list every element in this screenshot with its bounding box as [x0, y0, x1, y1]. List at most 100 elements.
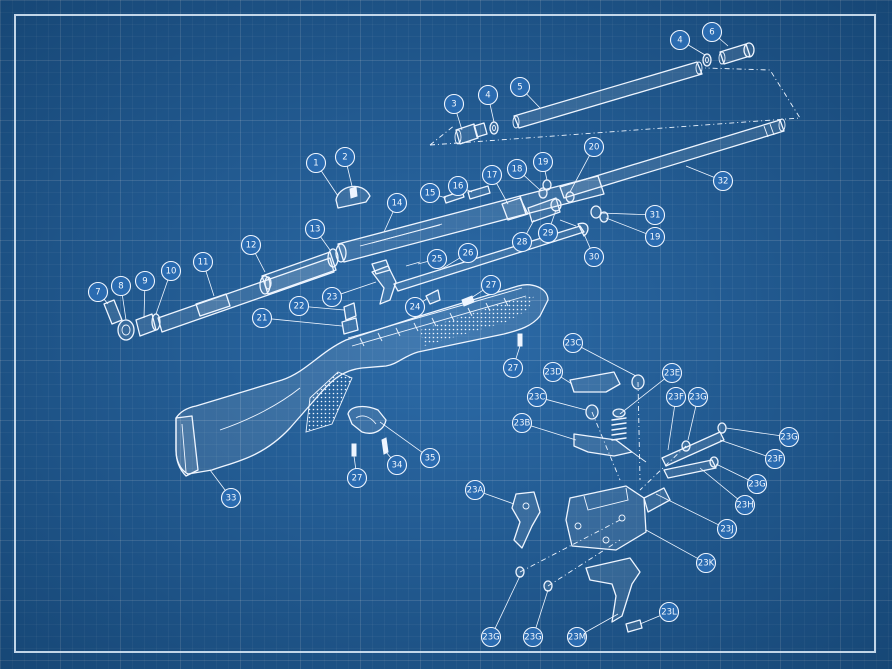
leader-line	[320, 236, 331, 251]
callout-label: 23F	[668, 393, 684, 403]
callout-label: 16	[453, 182, 464, 192]
callout-label: 17	[487, 171, 498, 181]
callout-label: 23H	[736, 501, 753, 511]
callout-circle	[778, 426, 800, 448]
callout-c29: 29	[537, 209, 559, 244]
leader-line	[585, 613, 619, 633]
leader-line	[526, 219, 535, 234]
callout-label: 23G	[524, 633, 541, 643]
callout-label: 35	[425, 454, 436, 464]
callout-label: 13	[310, 225, 321, 235]
callout-c9: 9	[134, 270, 156, 319]
callout-c23f1: 23F	[665, 386, 687, 451]
callout-label: 14	[392, 199, 403, 209]
callout-c27a: 27	[467, 274, 502, 301]
leader-line	[599, 212, 646, 216]
leader-line	[581, 347, 637, 377]
pin-25	[405, 261, 421, 267]
callout-label: 29	[543, 229, 554, 239]
callout-label: 11	[198, 258, 209, 268]
callout-circle	[502, 357, 524, 379]
leader-line	[550, 209, 557, 225]
block-21	[341, 317, 359, 335]
callout-label: 15	[425, 189, 436, 199]
callout-label: 5	[517, 83, 522, 93]
callout-c23m: 23M	[566, 613, 619, 648]
callout-c23j: 23J	[655, 493, 738, 540]
callout-label: 33	[226, 494, 237, 504]
callout-c18: 18	[506, 158, 541, 191]
callout-c23e: 23E	[619, 362, 683, 415]
leader-line	[346, 166, 353, 187]
callout-circle	[443, 93, 465, 115]
callout-circle	[764, 448, 786, 470]
callout-c22: 22	[288, 295, 345, 317]
callout-label: 18	[512, 165, 523, 175]
leader-line	[340, 281, 377, 295]
callout-circle	[481, 164, 503, 186]
callout-label: 9	[142, 277, 147, 287]
callout-c5: 5	[509, 76, 541, 109]
callout-c3: 3	[443, 93, 465, 131]
callout-c20: 20	[569, 136, 605, 193]
callout-label: 4	[485, 91, 490, 101]
pin-23f2	[661, 431, 725, 467]
callout-label: 28	[517, 238, 528, 248]
leader-line	[103, 299, 109, 305]
leader-line	[155, 279, 169, 315]
callout-c10: 10	[155, 260, 182, 315]
callout-circle	[511, 231, 533, 253]
tube-5	[513, 61, 703, 129]
callout-label: 1	[313, 159, 318, 169]
trigger-23m	[585, 557, 641, 623]
callout-circle	[110, 275, 132, 297]
callout-c27c: 27	[346, 455, 368, 489]
screw-2	[349, 186, 358, 199]
leader-line	[715, 463, 749, 481]
callout-c23g4: 23G	[480, 575, 521, 648]
receiver-hardware	[443, 179, 609, 223]
leader-line	[121, 295, 127, 321]
screw-18	[538, 187, 548, 199]
callout-c2: 2	[334, 146, 356, 187]
washer-19b	[599, 211, 609, 223]
callout-label: 23B	[514, 419, 531, 429]
callout-label: 7	[95, 288, 100, 298]
callout-circle	[661, 362, 683, 384]
leader-line	[523, 175, 541, 191]
callout-c15: 15	[419, 182, 447, 204]
sheet-border	[14, 14, 876, 653]
callout-label: 6	[709, 28, 714, 38]
leader-line	[699, 467, 738, 500]
callout-label: 26	[463, 249, 474, 259]
leader-line	[685, 165, 715, 178]
callout-c23g1: 23G	[687, 386, 709, 441]
screw-27b	[517, 333, 523, 347]
leader-line	[560, 376, 573, 385]
leader-line	[569, 155, 590, 193]
leader-line	[645, 529, 698, 559]
callout-c23g2: 23G	[725, 426, 800, 448]
callout-label: 23C	[565, 339, 582, 349]
leader-line	[353, 455, 357, 469]
leader-line	[143, 290, 146, 319]
leader-line	[422, 297, 429, 302]
callout-c30: 30	[583, 233, 605, 268]
callout-label: 22	[294, 302, 305, 312]
callout-circle	[511, 412, 533, 434]
callout-c27b: 27	[502, 345, 524, 379]
barrel-32	[559, 118, 786, 199]
callout-c6: 6	[701, 21, 729, 47]
callout-circle	[644, 226, 666, 248]
callout-label: 27	[486, 281, 497, 291]
callout-circle	[562, 332, 584, 354]
leader-line	[255, 253, 266, 273]
callout-circle	[526, 386, 548, 408]
callout-c23l: 23L	[639, 601, 680, 625]
callout-label: 30	[589, 253, 600, 263]
callout-circle	[506, 158, 528, 180]
leader-line	[205, 270, 215, 297]
callout-label: 10	[166, 267, 177, 277]
